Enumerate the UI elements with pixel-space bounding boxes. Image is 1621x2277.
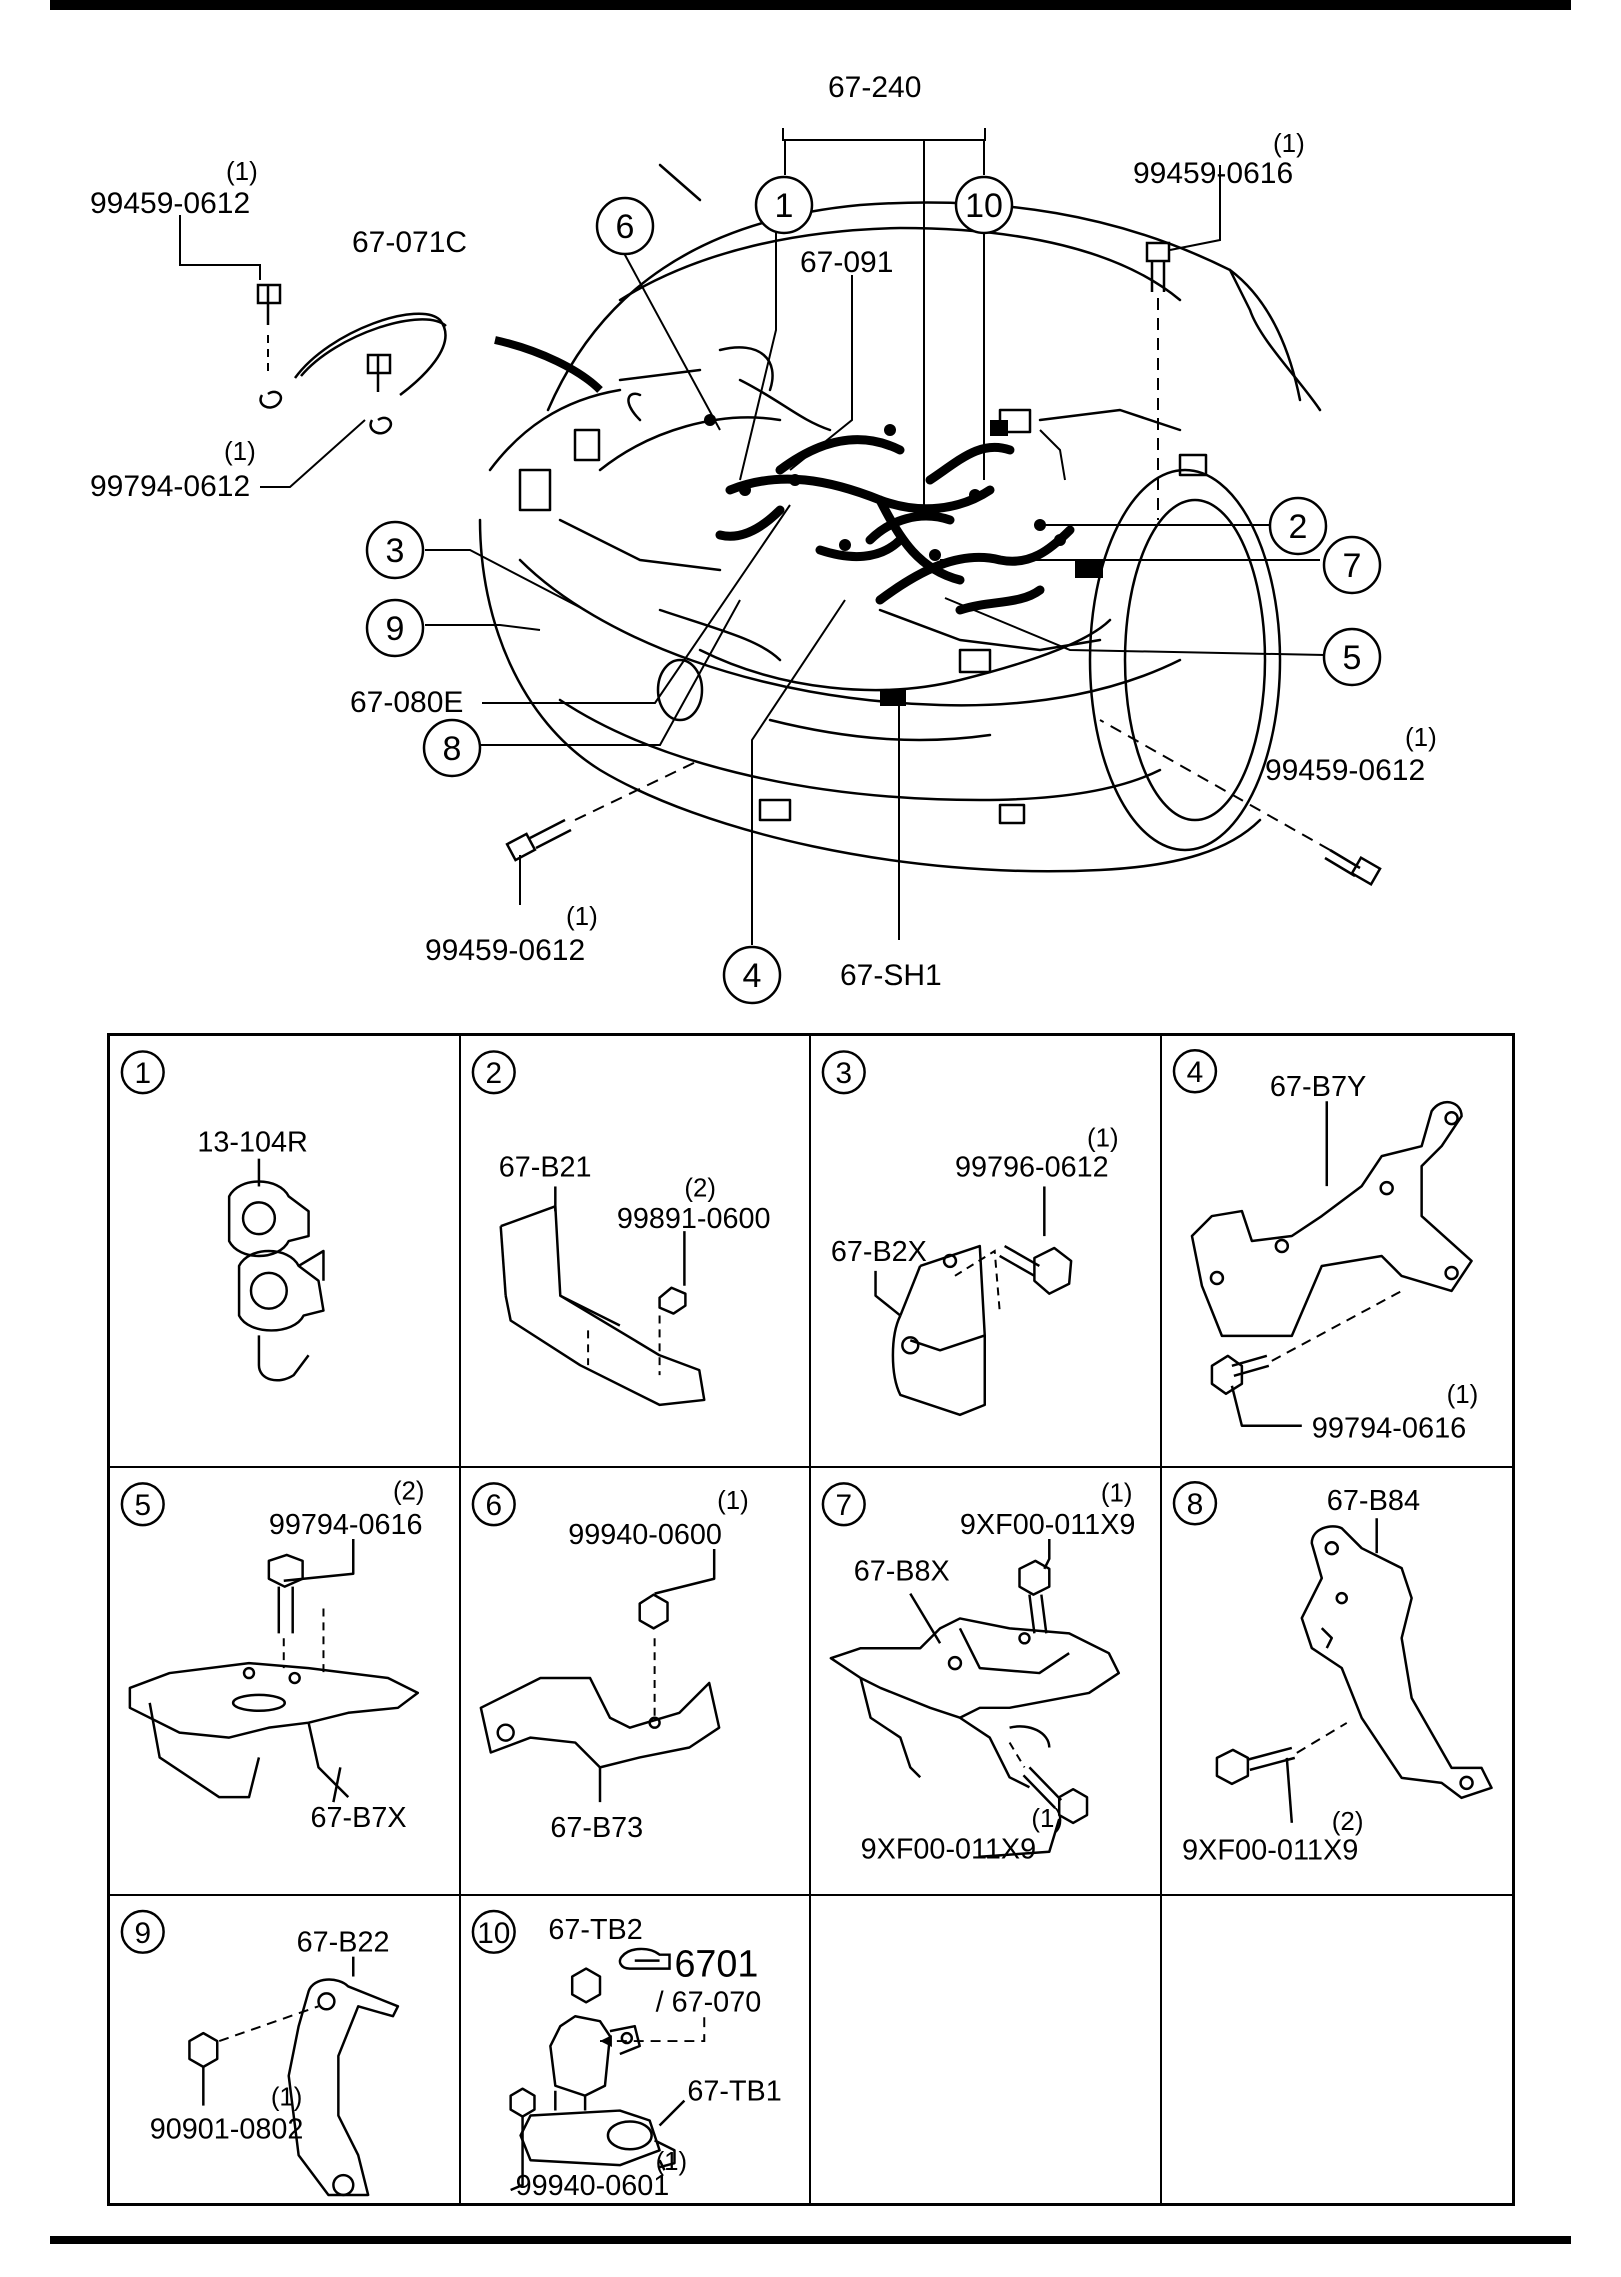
detail-2-label-99891-0600: 99891-0600 (616, 1203, 770, 1235)
qty-bolt-top-right: (1) (1273, 128, 1305, 158)
label-67-sh1: 67-SH1 (840, 959, 942, 992)
detail-2-qty: (2) (684, 1174, 716, 1202)
detail-3-label-99796-0612: 99796-0612 (955, 1152, 1109, 1184)
detail-7-qty-top: (1) (1101, 1479, 1133, 1507)
bottom-border-rule (50, 2236, 1571, 2244)
detail-4-label-99794-0616: 99794-0616 (1311, 1413, 1465, 1445)
label-99459-0612-right: 99459-0612 (1265, 754, 1425, 787)
detail-10-ref-67-070: / 67-070 (655, 1986, 761, 2018)
detail-3-qty: (1) (1087, 1125, 1119, 1153)
detail-cell-9: 9 67-B22 (1) 90901-0802 (110, 1896, 461, 2203)
detail-2-label-67-b21: 67-B21 (498, 1152, 591, 1184)
detail-cell-5: 5 (2) 99794-0616 67-B7X (110, 1468, 461, 1896)
detail-10-number: 10 (477, 1917, 510, 1950)
callout-8: 8 (443, 730, 462, 768)
detail-7-drawing: 7 (1) 9XF00-011X9 67-B8X (1) 9XF00-011X9 (821, 1479, 1135, 1866)
qty-bolt-right: (1) (1405, 722, 1437, 752)
label-67-240: 67-240 (828, 71, 921, 104)
label-99794-0612: 99794-0612 (90, 470, 250, 503)
detail-9-label-90901-0802: 90901-0802 (150, 2113, 304, 2145)
detail-grid: 1 13-104R 2 67-B21 (2) 99891-0600 (107, 1033, 1515, 2206)
detail-5-label-99794-0616: 99794-0616 (269, 1509, 423, 1541)
detail-6-label-67-b73: 67-B73 (550, 1812, 643, 1844)
detail-3-number: 3 (835, 1057, 852, 1090)
callout-1: 1 (775, 187, 794, 225)
qty-bolt-strap: (1) (224, 436, 256, 466)
detail-8-label-67-b84: 67-B84 (1326, 1485, 1419, 1517)
detail-cell-1: 1 13-104R (110, 1036, 461, 1468)
label-67-091: 67-091 (800, 246, 893, 279)
detail-10-label-67-tb1: 67-TB1 (687, 2076, 781, 2108)
detail-5-qty: (2) (393, 1477, 425, 1505)
detail-4-label-67-b7y: 67-B7Y (1269, 1071, 1366, 1103)
label-67-080e: 67-080E (350, 686, 463, 719)
detail-8-drawing: 8 67-B84 (2) 9XF00-011X9 (1172, 1481, 1493, 1867)
detail-1-drawing: 1 13-104R (120, 1050, 325, 1382)
detail-5-drawing: 5 (2) 99794-0616 67-B7X (120, 1477, 425, 1834)
detail-7-label-67-b8x: 67-B8X (854, 1556, 950, 1588)
detail-cell-empty-2 (1162, 1896, 1513, 2203)
label-99459-0616: 99459-0616 (1133, 157, 1293, 190)
callout-7: 7 (1343, 547, 1362, 585)
detail-6-number: 6 (485, 1489, 502, 1522)
detail-1-label-13-104r: 13-104R (197, 1127, 307, 1159)
detail-6-label-99940-0600: 99940-0600 (568, 1519, 722, 1551)
callout-5: 5 (1343, 639, 1362, 677)
detail-9-drawing: 9 67-B22 (1) 90901-0802 (120, 1909, 400, 2197)
top-border-rule (50, 0, 1571, 10)
detail-cell-6: 6 (1) 99940-0600 67-B73 (460, 1468, 811, 1896)
detail-8-qty: (2) (1331, 1806, 1363, 1836)
detail-7-label-9xf00-top: 9XF00-011X9 (960, 1509, 1135, 1541)
callout-3: 3 (386, 532, 405, 570)
detail-8-number: 8 (1186, 1488, 1203, 1521)
detail-cell-10: 10 67-TB2 6701 / 67-070 67-TB1 (1) 99940… (461, 1896, 811, 2203)
detail-cell-3: 3 (1) 99796-0612 67-B2X (811, 1036, 1162, 1468)
detail-cell-2: 2 67-B21 (2) 99891-0600 (460, 1036, 811, 1468)
detail-cell-8: 8 67-B84 (2) 9XF00-011X9 (1161, 1468, 1512, 1896)
callout-2: 2 (1289, 508, 1308, 546)
label-67-071c: 67-071C (352, 226, 467, 259)
detail-4-number: 4 (1186, 1056, 1203, 1089)
detail-9-qty: (1) (271, 2084, 303, 2112)
detail-1-number: 1 (134, 1057, 151, 1090)
qty-bolt-top-left: (1) (226, 156, 258, 186)
label-99459-0612-bottom-left: 99459-0612 (425, 934, 585, 967)
detail-7-label-9xf00-bottom: 9XF00-011X9 (861, 1834, 1036, 1866)
callout-9: 9 (386, 610, 405, 648)
qty-bolt-bottom-left: (1) (566, 901, 598, 931)
engine-bay-overview: 1 10 6 2 3 7 9 5 8 4 67-240 (1) 99459-06… (90, 71, 1437, 1005)
detail-3-drawing: 3 (1) 99796-0612 67-B2X (821, 1050, 1119, 1417)
detail-10-ref-6701: 6701 (674, 1943, 758, 1985)
detail-5-label-67-b7x: 67-B7X (311, 1802, 407, 1834)
detail-7-number: 7 (835, 1489, 852, 1522)
detail-8-label-9xf00: 9XF00-011X9 (1181, 1835, 1357, 1867)
detail-9-label-67-b22: 67-B22 (297, 1927, 390, 1959)
detail-10-label-67-tb2: 67-TB2 (548, 1914, 642, 1946)
detail-cell-7: 7 (1) 9XF00-011X9 67-B8X (1) 9XF00-011X9 (811, 1468, 1162, 1896)
callout-6: 6 (616, 208, 635, 246)
hand-pointer-icon (618, 1947, 671, 1970)
detail-2-drawing: 2 67-B21 (2) 99891-0600 (471, 1050, 770, 1407)
callout-4: 4 (743, 957, 762, 995)
detail-5-number: 5 (134, 1489, 151, 1522)
detail-6-drawing: 6 (1) 99940-0600 67-B73 (471, 1482, 749, 1844)
detail-10-drawing: 10 67-TB2 6701 / 67-070 67-TB1 (1) 99940… (471, 1909, 781, 2202)
detail-10-label-99940-0601: 99940-0601 (515, 2170, 669, 2202)
detail-3-label-67-b2x: 67-B2X (831, 1236, 927, 1268)
detail-2-number: 2 (485, 1057, 502, 1090)
detail-6-qty: (1) (717, 1487, 749, 1515)
callout-10: 10 (965, 187, 1003, 225)
detail-4-drawing: 4 67-B7Y (1) 99794-0616 (1172, 1049, 1478, 1445)
detail-4-qty: (1) (1446, 1379, 1478, 1409)
detail-9-number: 9 (134, 1917, 151, 1950)
detail-cell-empty-1 (811, 1896, 1162, 2203)
detail-cell-4: 4 67-B7Y (1) 99794-0616 (1161, 1036, 1512, 1468)
label-99459-0612-top-left: 99459-0612 (90, 187, 250, 220)
